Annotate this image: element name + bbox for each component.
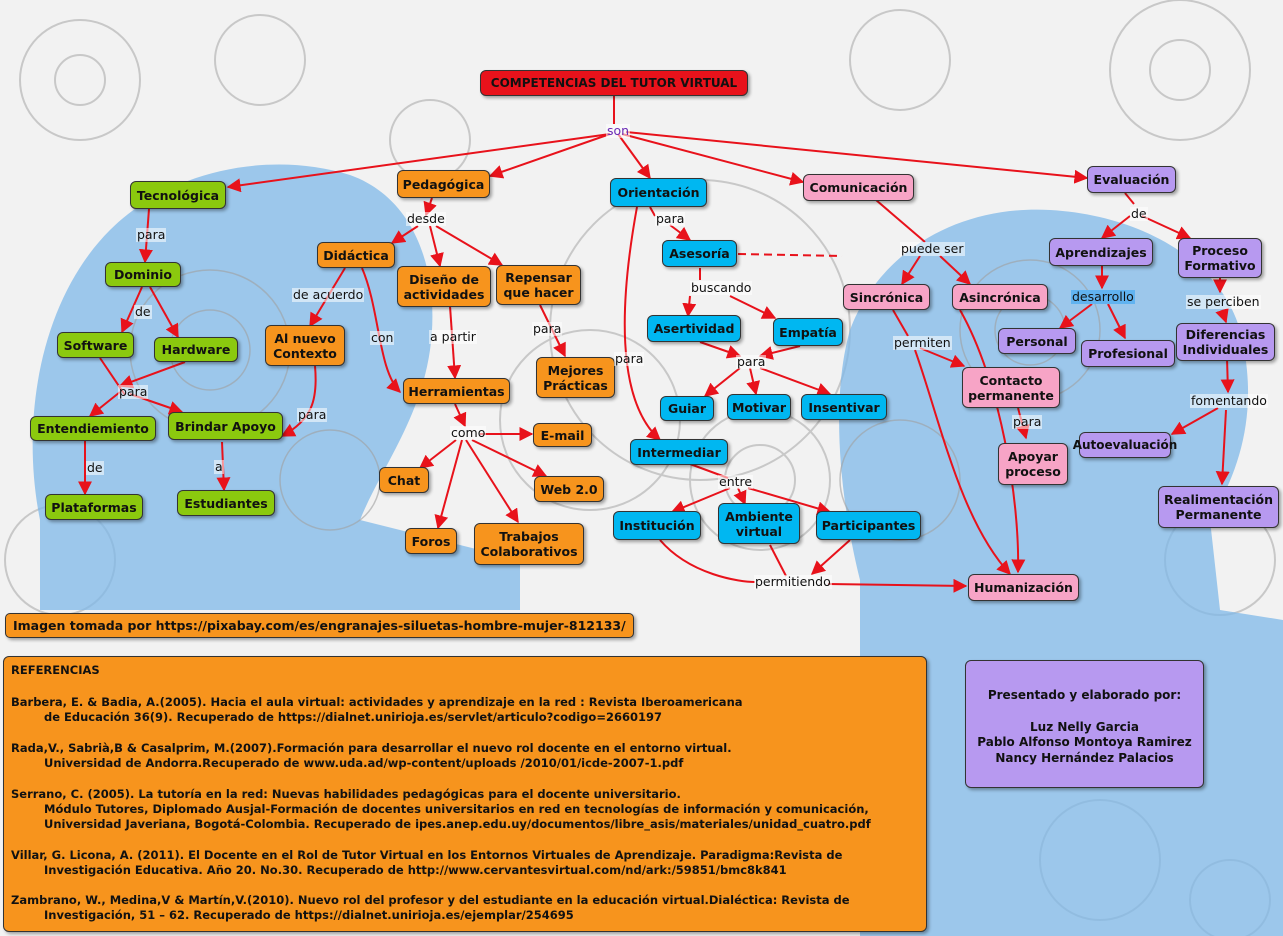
label-desde: desde xyxy=(406,211,446,226)
node-empatia[interactable]: Empatía xyxy=(773,318,843,346)
node-ambiente-virtual[interactable]: Ambiente virtual xyxy=(718,503,800,544)
reference-line: Universidad Javeriana, Bogotá-Colombia. … xyxy=(44,816,871,831)
node-contacto-permanente[interactable]: Contacto permanente xyxy=(962,367,1060,408)
node-asincronica[interactable]: Asincrónica xyxy=(952,284,1048,310)
node-didactica[interactable]: Didáctica xyxy=(317,242,395,268)
node-diseno-actividades[interactable]: Diseño de actividades xyxy=(397,266,491,307)
node-tecnologica[interactable]: Tecnológica xyxy=(130,181,226,209)
node-intermediar[interactable]: Intermediar xyxy=(630,439,728,465)
reference-item: Barbera, E. & Badia, A.(2005). Hacia el … xyxy=(11,695,919,725)
label-permitiendo: permitiendo xyxy=(754,574,832,589)
node-pedagogica[interactable]: Pedagógica xyxy=(397,170,490,198)
reference-line: Serrano, C. (2005). La tutoría en la red… xyxy=(11,786,681,801)
references-title: REFERENCIAS xyxy=(11,663,100,677)
label-de: de xyxy=(134,304,152,319)
node-mejores-practicas[interactable]: Mejores Prácticas xyxy=(536,357,615,398)
reference-line: Investigación, 51 – 62. Recuperado de ht… xyxy=(44,908,574,923)
label-se-perciben: se perciben xyxy=(1186,294,1261,309)
references-box: REFERENCIAS Barbera, E. & Badia, A.(2005… xyxy=(3,656,927,932)
author-name: Luz Nelly Garcia xyxy=(1030,719,1139,734)
node-autoevaluacion[interactable]: Autoevaluación xyxy=(1073,432,1177,458)
node-repensar[interactable]: Repensar que hacer xyxy=(496,265,581,305)
reference-line: de Educación 36(9). Recuperado de https:… xyxy=(44,709,662,724)
node-humanizacion[interactable]: Humanización xyxy=(968,574,1079,601)
reference-line: Investigación Educativa. Año 20. No.30. … xyxy=(44,862,787,877)
label-desarrollo: desarrollo xyxy=(1071,289,1135,304)
node-brindar-apoyo[interactable]: Brindar Apoyo xyxy=(168,412,283,440)
node-diferencias-individuales[interactable]: Diferencias Individuales xyxy=(1176,323,1275,361)
reference-line: Zambrano, W., Medina,V & Martín,V.(2010)… xyxy=(11,893,850,908)
node-al-nuevo-contexto[interactable]: Al nuevo Contexto xyxy=(265,325,345,366)
node-asertividad[interactable]: Asertividad xyxy=(647,315,741,342)
node-software[interactable]: Software xyxy=(57,332,134,358)
label-de: de xyxy=(1130,206,1148,221)
author-box: Presentado y elaborado por: Luz Nelly Ga… xyxy=(965,660,1204,788)
label-para: para xyxy=(736,354,767,369)
node-institucion[interactable]: Institución xyxy=(613,511,701,540)
author-heading: Presentado y elaborado por: xyxy=(987,688,1182,702)
label-fomentando: fomentando xyxy=(1190,393,1268,408)
node-apoyar-proceso[interactable]: Apoyar proceso xyxy=(998,443,1068,485)
reference-item: Villar, G. Licona, A. (2011). El Docente… xyxy=(11,848,919,878)
node-estudiantes[interactable]: Estudiantes xyxy=(177,490,275,516)
node-guiar[interactable]: Guiar xyxy=(660,396,714,421)
node-insentivar[interactable]: Insentivar xyxy=(801,394,887,420)
node-participantes[interactable]: Participantes xyxy=(816,511,921,540)
node-realimentacion-permanente[interactable]: Realimentación Permanente xyxy=(1158,486,1279,528)
label-para: para xyxy=(614,351,645,366)
label-puede-ser: puede ser xyxy=(900,241,965,256)
label-para: para xyxy=(532,321,563,336)
label-buscando: buscando xyxy=(690,280,753,295)
author-name: Nancy Hernández Palacios xyxy=(995,750,1174,765)
node-foros[interactable]: Foros xyxy=(405,528,457,554)
label-de-acuerdo: de acuerdo xyxy=(292,287,365,302)
node-evaluacion[interactable]: Evaluación xyxy=(1087,166,1176,193)
image-credit: Imagen tomada por https://pixabay.com/es… xyxy=(5,613,634,638)
label-entre: entre xyxy=(718,474,754,489)
label-como: como xyxy=(450,425,487,440)
reference-item: Serrano, C. (2005). La tutoría en la red… xyxy=(11,787,919,832)
node-herramientas[interactable]: Herramientas xyxy=(403,378,510,404)
node-dominio[interactable]: Dominio xyxy=(105,262,181,287)
label-a-partir: a partir xyxy=(429,329,477,344)
reference-line: Módulo Tutores, Diplomado Ausjal-Formaci… xyxy=(44,801,869,816)
node-asesoria[interactable]: Asesoría xyxy=(662,240,737,267)
reference-line: Barbera, E. & Badia, A.(2005). Hacia el … xyxy=(11,695,743,709)
label-permiten: permiten xyxy=(893,335,952,350)
reference-item: Rada,V., Sabrià,B & Casalprim, M.(2007).… xyxy=(11,741,919,771)
label-para: para xyxy=(297,407,328,422)
node-comunicacion[interactable]: Comunicación xyxy=(803,174,914,201)
node-plataformas[interactable]: Plataformas xyxy=(45,494,143,520)
node-email[interactable]: E-mail xyxy=(533,423,592,447)
label-de: de xyxy=(86,460,104,475)
node-web20[interactable]: Web 2.0 xyxy=(534,476,604,502)
node-personal[interactable]: Personal xyxy=(998,328,1076,354)
reference-line: Rada,V., Sabrià,B & Casalprim, M.(2007).… xyxy=(11,740,732,755)
node-entendiemiento[interactable]: Entendiemiento xyxy=(30,416,156,441)
label-para: para xyxy=(655,211,686,226)
node-sincronica[interactable]: Sincrónica xyxy=(843,284,930,310)
node-trabajos-colaborativos[interactable]: Trabajos Colaborativos xyxy=(474,523,584,565)
reference-line: Universidad de Andorra.Recuperado de www… xyxy=(44,755,684,770)
label-a: a xyxy=(214,459,224,474)
title-node[interactable]: COMPETENCIAS DEL TUTOR VIRTUAL xyxy=(480,70,748,96)
label-con: con xyxy=(370,330,395,345)
label-son: son xyxy=(606,123,631,138)
node-motivar[interactable]: Motivar xyxy=(727,394,791,420)
node-aprendizajes[interactable]: Aprendizajes xyxy=(1049,238,1153,266)
node-hardware[interactable]: Hardware xyxy=(154,337,238,362)
reference-item: Zambrano, W., Medina,V & Martín,V.(2010)… xyxy=(11,893,919,923)
label-para: para xyxy=(136,227,167,242)
node-proceso-formativo[interactable]: Proceso Formativo xyxy=(1178,238,1262,278)
label-para: para xyxy=(118,384,149,399)
node-chat[interactable]: Chat xyxy=(379,467,429,493)
reference-line: Villar, G. Licona, A. (2011). El Docente… xyxy=(11,847,843,862)
author-name: Pablo Alfonso Montoya Ramirez xyxy=(977,735,1192,750)
node-orientacion[interactable]: Orientación xyxy=(610,178,707,207)
label-para: para xyxy=(1012,414,1043,429)
node-profesional[interactable]: Profesional xyxy=(1081,340,1175,367)
